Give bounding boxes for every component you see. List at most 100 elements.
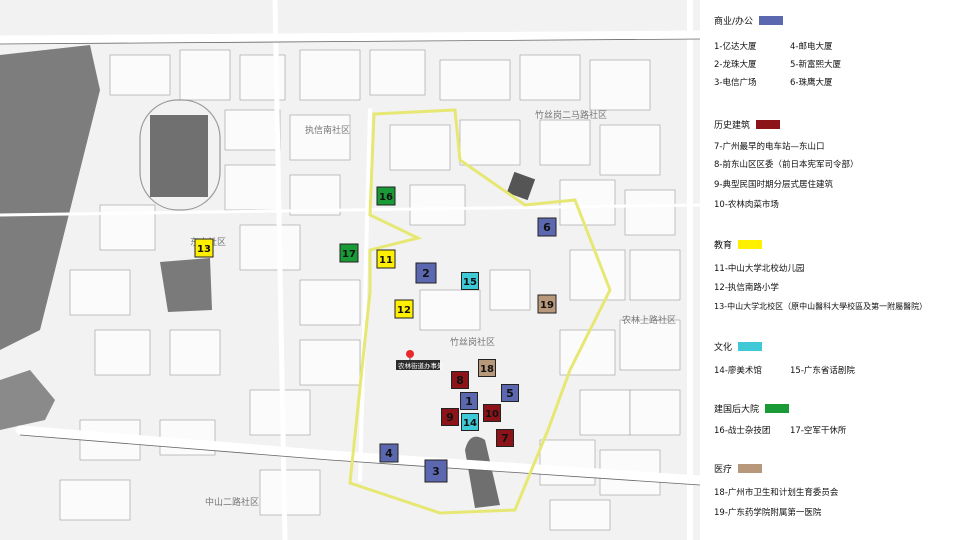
map-marker-15: 15 bbox=[461, 272, 479, 290]
category-label: 商业/办公 bbox=[714, 17, 754, 27]
office-pin bbox=[406, 350, 414, 358]
marker-box bbox=[460, 392, 478, 410]
legend-item: 17-空军干休所 bbox=[790, 426, 847, 436]
category-label: 医疗 bbox=[714, 465, 733, 475]
marker-number: 4 bbox=[385, 447, 393, 460]
legend-category-compound: 建国后大院 bbox=[714, 402, 790, 415]
marker-number: 9 bbox=[446, 411, 454, 424]
color-swatch bbox=[765, 404, 790, 413]
map-marker-13: 13 bbox=[194, 238, 214, 258]
dark-area-west-2 bbox=[0, 370, 55, 430]
street-map: 竹丝岗二马路社区 执信南社区 东山社区 竹丝岗社区 农林上路社区 中山二路社区 … bbox=[0, 0, 700, 540]
marker-box bbox=[461, 272, 479, 290]
dark-sports-field bbox=[465, 436, 500, 508]
district-boundary bbox=[348, 108, 612, 515]
map-marker-18: 18 bbox=[478, 359, 496, 377]
legend-item: 16-战士杂技团 bbox=[714, 426, 771, 436]
map-marker-2: 2 bbox=[415, 262, 437, 284]
legend-item: 6-珠鹰大厦 bbox=[790, 78, 833, 88]
legend-item: 5-新富熙大厦 bbox=[790, 60, 841, 70]
legend-item: 10-农林肉菜市场 bbox=[714, 200, 779, 210]
marker-number: 11 bbox=[379, 255, 393, 266]
legend-item: 2-龙珠大厦 bbox=[714, 60, 757, 70]
legend-category-historic: 历史建筑 bbox=[714, 118, 781, 131]
map-marker-19: 19 bbox=[537, 294, 557, 314]
road-edge bbox=[0, 38, 700, 45]
running-track bbox=[139, 99, 221, 211]
marker-box bbox=[537, 217, 557, 237]
marker-box bbox=[415, 262, 437, 284]
marker-box bbox=[483, 404, 501, 422]
map-marker-10: 10 bbox=[483, 404, 501, 422]
marker-box bbox=[441, 408, 459, 426]
legend-item: 12-执信南路小学 bbox=[714, 283, 779, 293]
legend: 商业/办公 1-亿达大厦 4-邮电大厦 2-龙珠大厦 5-新富熙大厦 3-电信广… bbox=[704, 0, 960, 540]
legend-item: 9-典型民国时期分层式居住建筑 bbox=[714, 180, 833, 190]
legend-item: 8-前东山区区委（前日本宪军司令部） bbox=[714, 160, 859, 170]
marker-number: 6 bbox=[543, 221, 551, 234]
map-marker-7: 7 bbox=[496, 429, 514, 447]
map-marker-14: 14 bbox=[461, 413, 479, 431]
legend-category-commercial: 商业/办公 bbox=[714, 14, 784, 27]
district-label: 竹丝岗二马路社区 bbox=[535, 109, 607, 121]
map-marker-12: 12 bbox=[394, 299, 414, 319]
map-marker-17: 17 bbox=[339, 243, 359, 263]
legend-item: 4-邮电大厦 bbox=[790, 42, 833, 52]
color-swatch bbox=[756, 120, 781, 129]
legend-item: 1-亿达大厦 bbox=[714, 42, 757, 52]
dark-area-west bbox=[0, 45, 100, 350]
marker-box bbox=[461, 413, 479, 431]
marker-number: 1 bbox=[465, 395, 473, 408]
map-marker-8: 8 bbox=[451, 371, 469, 389]
legend-item: 11-中山大学北校幼儿园 bbox=[714, 264, 805, 274]
category-label: 教育 bbox=[714, 241, 733, 251]
map-marker-9: 9 bbox=[441, 408, 459, 426]
marker-box bbox=[194, 238, 214, 258]
marker-box bbox=[478, 359, 496, 377]
marker-number: 17 bbox=[342, 249, 356, 260]
marker-number: 2 bbox=[422, 267, 430, 280]
map-marker-1: 1 bbox=[460, 392, 478, 410]
marker-number: 7 bbox=[501, 432, 509, 445]
marker-box bbox=[537, 294, 557, 314]
marker-box bbox=[339, 243, 359, 263]
marker-number: 16 bbox=[379, 192, 393, 203]
district-label: 竹丝岗社区 bbox=[450, 336, 495, 348]
marker-number: 15 bbox=[463, 277, 477, 288]
legend-category-culture: 文化 bbox=[714, 340, 763, 353]
marker-box bbox=[501, 384, 519, 402]
map-marker-4: 4 bbox=[379, 443, 399, 463]
marker-box bbox=[424, 459, 448, 483]
map-marker-3: 3 bbox=[424, 459, 448, 483]
marker-box bbox=[394, 299, 414, 319]
category-label: 历史建筑 bbox=[714, 121, 751, 131]
marker-number: 3 bbox=[432, 465, 440, 478]
marker-number: 5 bbox=[506, 387, 514, 400]
building-blocks bbox=[59, 49, 681, 531]
dark-block bbox=[150, 115, 208, 197]
road-edge-2 bbox=[19, 434, 700, 486]
map-marker-16: 16 bbox=[376, 186, 396, 206]
map-marker-6: 6 bbox=[537, 217, 557, 237]
map-marker-11: 11 bbox=[376, 249, 396, 269]
marker-number: 14 bbox=[463, 418, 477, 429]
marker-number: 10 bbox=[485, 409, 499, 420]
legend-category-education: 教育 bbox=[714, 238, 763, 251]
legend-item: 14-廖美术馆 bbox=[714, 366, 762, 376]
legend-item: 18-广州市卫生和计划生育委员会 bbox=[714, 488, 839, 498]
district-label: 执信南社区 bbox=[305, 124, 350, 136]
dark-building bbox=[506, 171, 536, 201]
marker-number: 13 bbox=[197, 244, 211, 255]
marker-box bbox=[496, 429, 514, 447]
legend-item: 3-电信广场 bbox=[714, 78, 757, 88]
category-label: 文化 bbox=[714, 343, 733, 353]
color-swatch bbox=[759, 16, 784, 25]
legend-item: 15-广东省话剧院 bbox=[790, 366, 855, 376]
marker-number: 18 bbox=[480, 364, 494, 375]
color-swatch bbox=[738, 342, 763, 351]
legend-category-medical: 医疗 bbox=[714, 462, 763, 475]
marker-number: 12 bbox=[397, 305, 411, 316]
map-marker-5: 5 bbox=[501, 384, 519, 402]
